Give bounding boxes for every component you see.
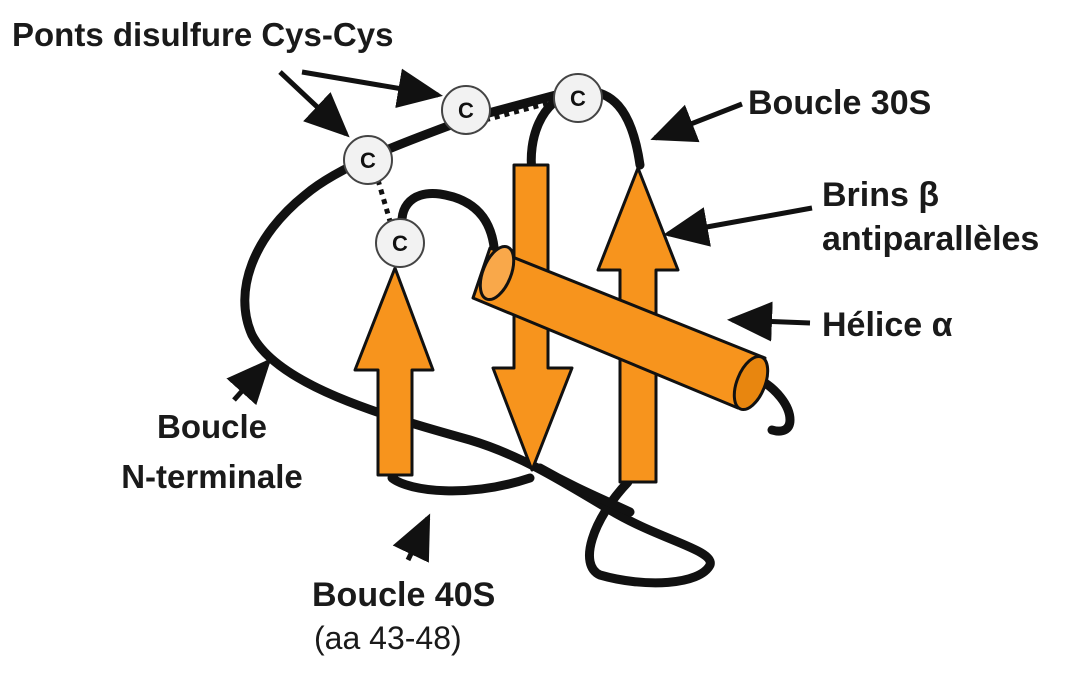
disulfide-bridges-label: Ponts disulfure Cys-Cys [12, 18, 393, 51]
loop-40s-range-label: (aa 43-48) [314, 622, 462, 654]
arrow-alpha-helix [732, 320, 810, 323]
beta-strands-label: Brins β antiparallèles [822, 174, 1039, 261]
n-terminal-label-line1: Boucle [92, 402, 332, 452]
arrow-to-cys-top [302, 72, 438, 95]
beta-strands-label-line2: antiparallèles [822, 218, 1039, 262]
arrow-loop-30s [655, 104, 742, 138]
cysteine-2: C [554, 74, 602, 122]
alpha-helix-label: Hélice α [822, 308, 953, 342]
svg-text:C: C [570, 86, 586, 111]
cysteine-residues: C C C C [344, 74, 602, 267]
beta-strands-label-line1: Brins β [822, 174, 1039, 218]
svg-text:C: C [458, 98, 474, 123]
loop-30s-label: Boucle 30S [748, 86, 931, 120]
beta-strand-1 [355, 268, 433, 475]
arrow-to-cys-left [280, 72, 346, 134]
cysteine-3: C [344, 136, 392, 184]
loop-40s-path [392, 478, 530, 491]
n-terminal-loop-label: Boucle N-terminale [92, 402, 332, 501]
cysteine-4: C [376, 219, 424, 267]
arrow-n-terminal [234, 362, 268, 400]
cysteine-1: C [442, 86, 490, 134]
svg-text:C: C [360, 148, 376, 173]
svg-text:C: C [392, 231, 408, 256]
arrow-loop-40s [408, 518, 428, 560]
arrow-beta-strands [668, 208, 812, 234]
n-terminal-label-line2: N-terminale [92, 452, 332, 502]
loop-40s-label: Boucle 40S [312, 578, 495, 612]
